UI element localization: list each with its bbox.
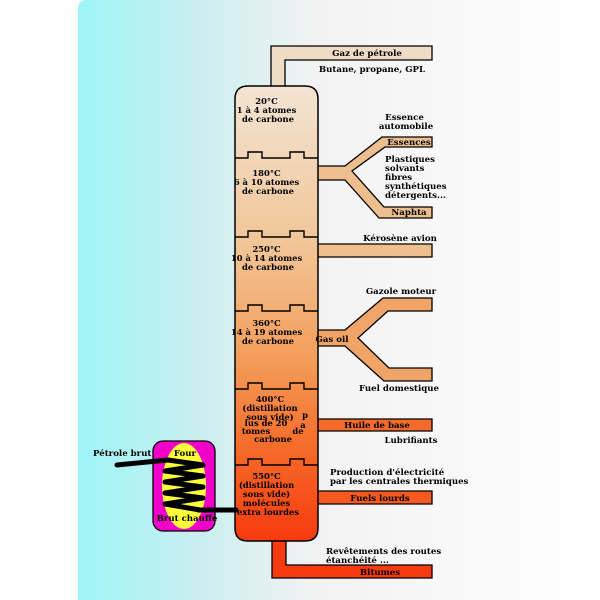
label-fuel-domestique: Fuel domestique: [359, 384, 440, 394]
pipe-gas-oil: [314, 297, 433, 382]
stage-label-180: 180°C 6 à 10 atomes de carbone: [234, 168, 302, 196]
label-kerosene: Kérosène avion: [363, 233, 438, 244]
label-revetements: Revêtements des routes étanchéité ...: [326, 546, 444, 566]
label-fuels-lourds: Fuels lourds: [350, 494, 410, 504]
svg-text:a: a: [300, 420, 306, 430]
stage-label-400: 400°C (distillation sous vide) p lus de …: [242, 394, 308, 444]
label-essence-automobile: Essence automobile: [379, 113, 434, 132]
svg-text:de: de: [292, 426, 303, 436]
stage-label-20: 20°C 1 à 4 atomes de carbone: [237, 96, 300, 124]
svg-text:lus de 20: lus de 20: [245, 418, 288, 428]
distillation-column: [234, 85, 319, 542]
pipe-kerosene: [314, 243, 433, 258]
label-naphta: Naphta: [391, 208, 427, 218]
svg-text:p: p: [302, 410, 308, 420]
label-production-electricite: Production d'électricité par les central…: [330, 467, 469, 487]
label-huile-base: Huile de base: [344, 421, 410, 431]
crude-oil-label: Pétrole brut: [93, 448, 151, 459]
furnace-title: Four: [174, 449, 197, 459]
svg-text:tomes: tomes: [242, 426, 271, 436]
label-plastiques: Plastiques solvants fibres synthétiques …: [385, 155, 450, 201]
stage-label-360: 360°C 14 à 19 atomes de carbone: [231, 318, 305, 346]
heated-crude-label: Brut chauffé: [157, 513, 218, 524]
label-gaz-petrole-desc: Butane, propane, GPL: [319, 65, 425, 75]
label-gazole: Gazole moteur: [366, 287, 437, 297]
svg-text:sous vide): sous vide): [246, 412, 293, 422]
label-bitumes: Bitumes: [360, 568, 400, 578]
furnace: [114, 440, 239, 532]
label-gaz-petrole: Gaz de pétrole: [332, 48, 402, 59]
pipe-essences: [314, 136, 433, 219]
stage-label-550: 550°C (distillation sous vide) molécules…: [237, 471, 299, 517]
column-trays: [235, 151, 318, 466]
label-lubrifiants: Lubrifiants: [385, 436, 438, 446]
svg-text:carbone: carbone: [254, 434, 292, 444]
stage-label-250: 250°C 10 à 14 atomes de carbone: [231, 244, 305, 272]
svg-text:(distillation: (distillation: [242, 403, 297, 413]
label-gas-oil: Gas oil: [316, 335, 350, 345]
label-essences: Essences: [387, 138, 431, 148]
svg-text:400°C: 400°C: [256, 394, 285, 404]
